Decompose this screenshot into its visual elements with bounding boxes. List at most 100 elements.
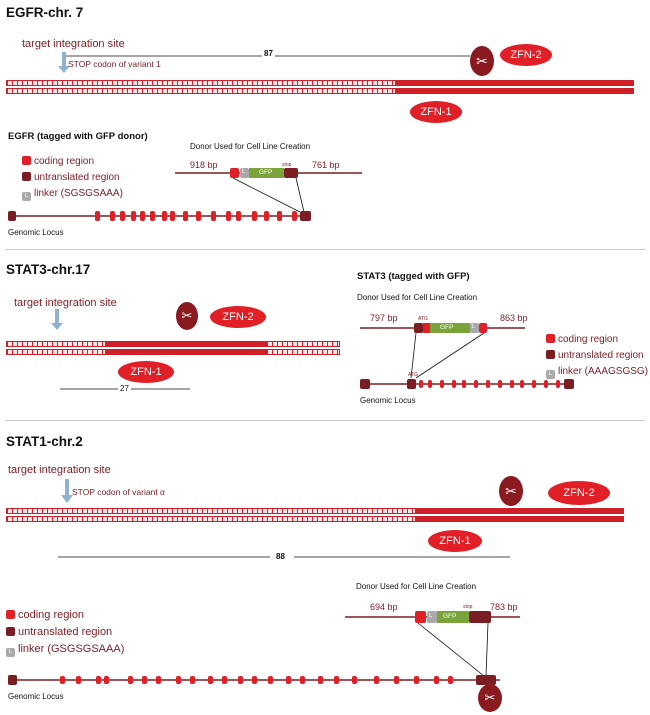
divider-1 xyxy=(5,249,645,250)
exon xyxy=(556,380,560,388)
exon xyxy=(434,676,439,684)
exon xyxy=(252,211,257,221)
stat1-seq-bottom-zfn xyxy=(416,516,624,522)
exon xyxy=(268,676,273,684)
egfr-donor-linker xyxy=(240,168,249,178)
stat1-stop-note: STOP codon of variant α xyxy=(72,487,165,497)
utr-swatch-icon xyxy=(22,172,31,181)
exon xyxy=(150,211,155,221)
exon xyxy=(520,380,524,388)
exon xyxy=(486,380,490,388)
exon xyxy=(318,676,323,684)
exon xyxy=(110,211,115,221)
exon xyxy=(452,380,456,388)
exon xyxy=(510,380,514,388)
exon xyxy=(394,676,399,684)
stat3-scissors-icon: ✂ xyxy=(176,302,198,330)
stat3-locus-exons xyxy=(419,380,560,388)
exon xyxy=(414,676,419,684)
stat3-seq-top xyxy=(6,341,106,347)
exon xyxy=(95,211,100,221)
egfr-stop-label: stop xyxy=(282,162,292,168)
stat1-distance: 88 xyxy=(276,552,285,561)
egfr-title: EGFR-chr. 7 xyxy=(6,5,84,20)
exon xyxy=(190,676,195,684)
exon xyxy=(120,211,125,221)
stat1-zfn2: ZFN-2 xyxy=(548,481,610,505)
exon xyxy=(252,676,257,684)
egfr-donor-utr xyxy=(284,168,298,178)
egfr-legend-utr: untranslated region xyxy=(22,172,120,183)
stat3-title: STAT3-chr.17 xyxy=(6,262,91,277)
exon xyxy=(334,676,339,684)
coding-swatch-icon xyxy=(22,156,31,165)
stat3-legend-utr: untranslated region xyxy=(546,350,644,361)
exon xyxy=(76,676,81,684)
egfr-right-bp: 761 bp xyxy=(312,160,340,170)
exon xyxy=(208,676,213,684)
exon xyxy=(238,676,243,684)
egfr-seq-bottom-zfn xyxy=(396,88,634,94)
egfr-legend-coding: coding region xyxy=(22,156,94,167)
stat3-donor-title: STAT3 (tagged with GFP) xyxy=(357,271,470,282)
exon xyxy=(474,380,478,388)
stat3-left-bp: 797 bp xyxy=(370,313,398,323)
exon xyxy=(131,211,136,221)
egfr-scissors-icon: ✂ xyxy=(470,46,494,76)
stat3-distance: 27 xyxy=(118,384,131,393)
exon xyxy=(277,211,282,221)
egfr-seq-top-zfn xyxy=(396,80,634,86)
stat1-title: STAT1-chr.2 xyxy=(6,434,83,449)
coding-swatch-icon xyxy=(6,610,15,619)
stat1-legend-coding: coding region xyxy=(6,609,84,621)
stat3-zfn1: ZFN-1 xyxy=(118,361,174,383)
egfr-left-bp: 918 bp xyxy=(190,160,218,170)
exon xyxy=(226,211,231,221)
egfr-gfp-label: GFP xyxy=(259,169,273,176)
stat3-l-label: L xyxy=(472,324,476,330)
exon xyxy=(498,380,502,388)
stat3-gfp-label: GFP xyxy=(440,324,454,331)
stat1-left-bp: 694 bp xyxy=(370,602,398,612)
stat1-locus-exons xyxy=(60,676,453,684)
linker-swatch-icon: L xyxy=(546,370,555,379)
egfr-zfn2: ZFN-2 xyxy=(500,44,552,66)
egfr-locus-exons xyxy=(95,211,297,221)
exon xyxy=(532,380,536,388)
coding-swatch-icon xyxy=(546,334,555,343)
stat1-l-label: L xyxy=(429,613,433,619)
exon xyxy=(352,676,357,684)
exon xyxy=(142,676,147,684)
exon xyxy=(96,676,101,684)
utr-swatch-icon xyxy=(546,350,555,359)
exon xyxy=(462,380,466,388)
stat3-target-label: target integration site xyxy=(14,297,117,309)
stat3-atg-donor: ATG xyxy=(418,316,428,322)
stat1-scissors-icon: ✂ xyxy=(499,476,523,506)
exon xyxy=(448,676,453,684)
exon xyxy=(128,676,133,684)
egfr-l-label: L xyxy=(242,169,246,175)
stat3-seq-bottom-end xyxy=(266,349,340,355)
exon xyxy=(60,676,65,684)
exon xyxy=(264,211,269,221)
exon xyxy=(419,380,423,388)
stat3-zfn2: ZFN-2 xyxy=(210,306,266,328)
stat3-seq-bottom xyxy=(6,349,106,355)
exon xyxy=(104,676,109,684)
exon xyxy=(374,676,379,684)
exon xyxy=(140,211,145,221)
divider-2 xyxy=(5,420,645,421)
exon xyxy=(300,676,305,684)
stat1-legend-utr: untranslated region xyxy=(6,626,112,638)
egfr-seq-bottom xyxy=(6,88,396,94)
exon xyxy=(440,380,444,388)
exon xyxy=(162,211,167,221)
stat1-locus-label: Genomic Locus xyxy=(8,692,64,701)
stat1-locus-scissors-icon: ✂ xyxy=(478,684,502,712)
egfr-locus-label: Genomic Locus xyxy=(8,228,64,237)
stat1-seq-top xyxy=(6,508,416,514)
